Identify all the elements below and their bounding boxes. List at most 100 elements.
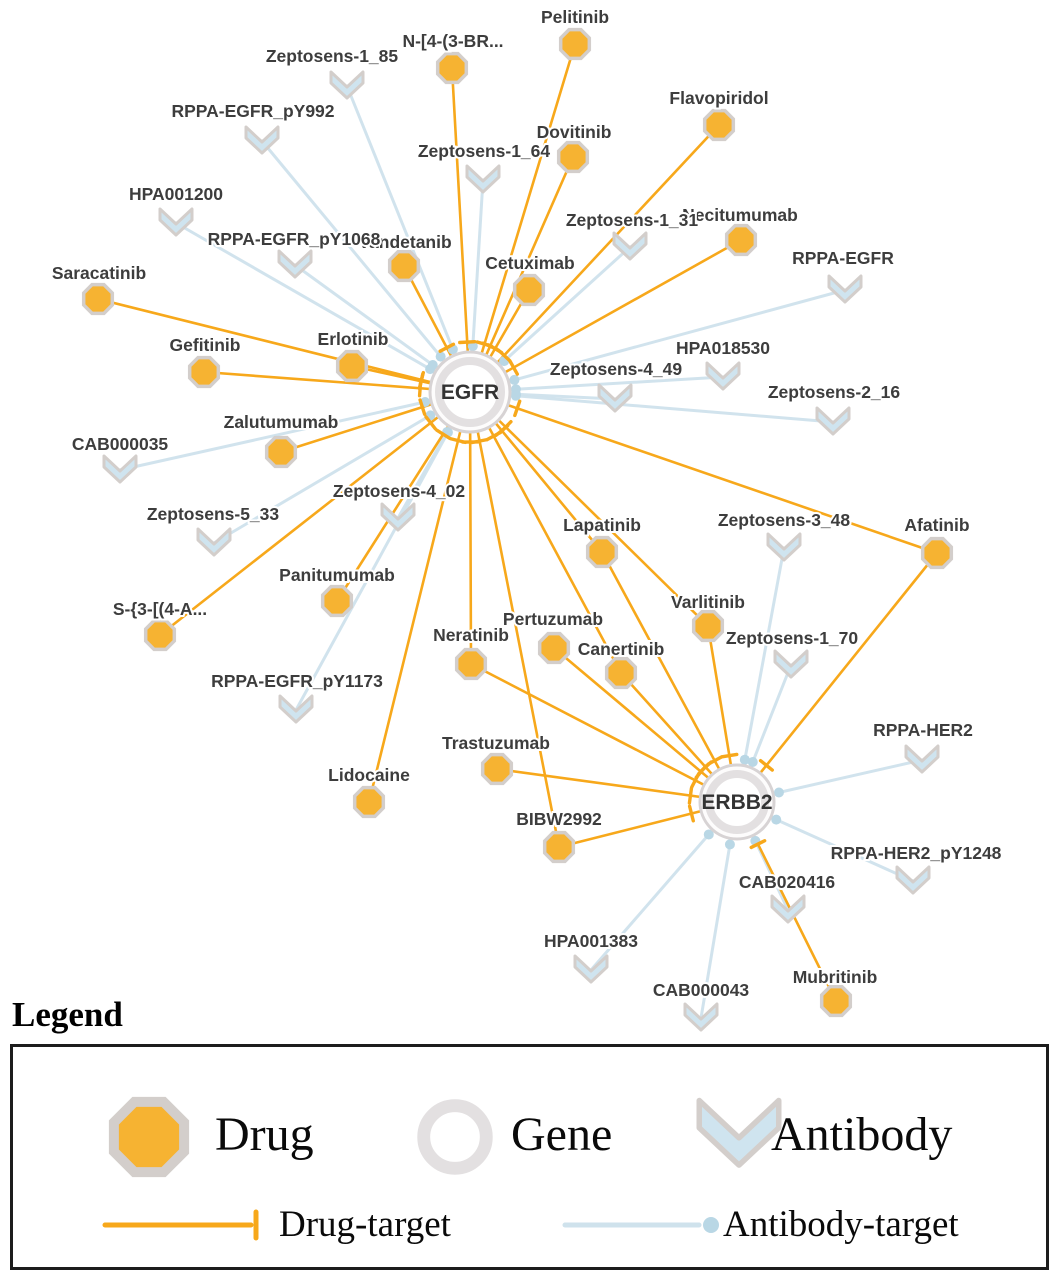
node-label: S-{3-[(4-A... — [113, 599, 207, 619]
node-label: RPPA-EGFR_pY992 — [171, 101, 334, 121]
drug-edge-tee — [508, 359, 519, 376]
drug-target-edge — [468, 123, 721, 394]
antibody-edge-dot — [724, 839, 735, 850]
node-label: Varlitinib — [671, 592, 745, 612]
drug-node — [81, 282, 115, 316]
node-label: CAB000043 — [653, 980, 750, 1000]
drug-edge-tee — [485, 430, 502, 442]
node-label: RPPA-EGFR_pY1173 — [211, 671, 383, 691]
drug-node — [335, 349, 369, 383]
antibody-node — [329, 70, 365, 100]
drug-legend-shape — [108, 1096, 190, 1178]
antibody-node — [773, 649, 809, 679]
drug-node — [537, 631, 571, 665]
node-label: Pertuzumab — [503, 609, 603, 629]
node-label: Zeptosens-1_70 — [726, 628, 859, 648]
node-label: Afatinib — [904, 515, 969, 535]
drug-edge-tee — [424, 415, 437, 431]
antibody-target-edge-label: Antibody-target — [723, 1204, 959, 1245]
antibody-target-edge — [118, 390, 472, 472]
gene-label: ERBB2 — [701, 791, 772, 814]
drug-edge-tee — [687, 786, 694, 805]
nodes-layer — [81, 27, 954, 1032]
drug-edge-tee — [687, 804, 695, 823]
node-label: CAB000035 — [72, 434, 169, 454]
node-label: Zeptosens-3_48 — [718, 510, 851, 530]
drug-target-edge-sample — [102, 1209, 259, 1241]
drug-target-edge — [96, 297, 472, 394]
drug-edge-tee — [486, 343, 504, 355]
node-label: Lidocaine — [328, 765, 410, 785]
drug-target-edge — [468, 390, 473, 666]
node-label: Vandetanib — [358, 232, 451, 252]
node-label: Zeptosens-1_31 — [566, 210, 699, 230]
node-label: Flavopiridol — [669, 88, 768, 108]
antibody-node — [766, 532, 802, 562]
drug-node — [435, 51, 469, 85]
drug-target-edge — [468, 390, 710, 628]
drug-edge-tee — [758, 758, 774, 772]
antibody-node — [380, 502, 416, 532]
antibody-target-edge — [260, 139, 472, 394]
antibody-node — [904, 744, 940, 774]
drug-target-edge — [468, 390, 561, 849]
node-label: Zeptosens-2_16 — [768, 382, 901, 402]
labels-layer: PelitinibN-[4-(3-BR...FlavopiridolDoviti… — [50, 5, 1004, 1002]
drug-node — [187, 355, 221, 389]
antibody-edge-dot — [747, 756, 758, 767]
drug-edge-tee — [694, 764, 708, 780]
antibody-node — [895, 865, 931, 895]
drug-node — [387, 249, 421, 283]
drug-target-edge — [735, 551, 939, 804]
antibody-target-edge — [345, 84, 472, 394]
drug-target-edge — [468, 238, 743, 394]
node-label: Zeptosens-5_33 — [147, 504, 280, 524]
antibody-legend-label: Antibody — [771, 1108, 953, 1161]
node-label: RPPA-EGFR_pY1068 — [208, 229, 381, 249]
drug-node — [585, 535, 619, 569]
gene-label: EGFR — [441, 381, 499, 404]
gene-legend-icon — [417, 1099, 493, 1175]
node-label: Cetuximab — [485, 253, 574, 273]
antibody-edge-dot — [509, 374, 520, 385]
antibody-target-edge — [468, 390, 835, 424]
gene-inner-ring — [705, 770, 769, 834]
drug-edge-tee — [438, 342, 456, 353]
node-label: HPA018530 — [676, 338, 770, 358]
node-label: Pelitinib — [541, 7, 609, 27]
drug-node — [556, 140, 590, 174]
drug-legend-label: Drug — [215, 1108, 314, 1161]
drug-node — [264, 435, 298, 469]
antibody-edge-sample-dot — [703, 1217, 719, 1233]
node-label: HPA001383 — [544, 931, 638, 951]
antibody-target-edge — [174, 221, 472, 394]
node-label: Necitumumab — [682, 205, 798, 225]
antibody-node — [244, 125, 280, 155]
drug-target-edge — [469, 662, 739, 804]
antibody-edge-dot — [427, 359, 438, 370]
drug-node — [143, 618, 177, 652]
drug-target-edge — [202, 370, 472, 394]
drug-edge-tee — [749, 839, 767, 850]
antibody-node — [815, 406, 851, 436]
antibody-node — [705, 361, 741, 391]
gene-legend-label: Gene — [511, 1108, 613, 1161]
node-label: Gefitinib — [170, 335, 241, 355]
node-label: Trastuzumab — [442, 733, 550, 753]
node-label: Zeptosens-1_85 — [266, 46, 399, 66]
drug-target-edge — [468, 390, 939, 555]
gene-node — [428, 350, 512, 434]
node-label: Lapatinib — [563, 515, 641, 535]
antibody-node — [770, 894, 806, 924]
node-label: CAB020416 — [739, 872, 836, 892]
node-label: Zeptosens-4_49 — [550, 359, 683, 379]
drug-edge-tee — [470, 437, 489, 445]
gene-legend-shape — [417, 1099, 493, 1175]
drug-node — [558, 27, 592, 61]
drug-edge-tee — [417, 372, 425, 391]
node-label: Mubritinib — [793, 967, 878, 987]
antibody-node — [683, 1002, 719, 1032]
drug-node — [542, 830, 576, 864]
drug-target-edge-label: Drug-target — [279, 1204, 451, 1245]
